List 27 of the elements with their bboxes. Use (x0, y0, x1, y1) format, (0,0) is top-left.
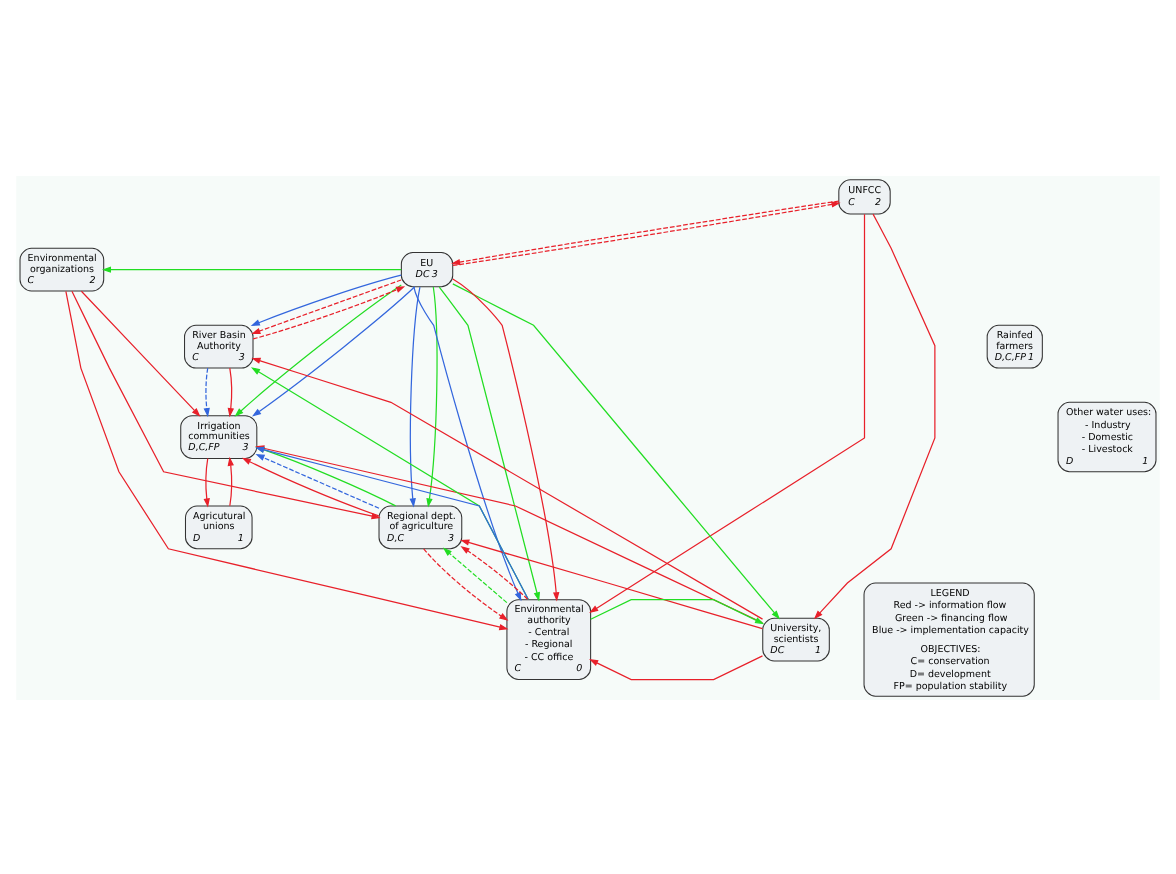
arrow (423, 547, 509, 620)
arrow (813, 212, 936, 619)
arrow (250, 273, 402, 325)
arrow (255, 453, 380, 508)
arrow (241, 456, 380, 516)
arrow (452, 282, 780, 619)
arrow (65, 289, 509, 630)
arrow (460, 538, 763, 629)
arrow (460, 545, 529, 599)
arrow (589, 654, 764, 680)
arrow (101, 265, 402, 272)
arrow (227, 366, 234, 417)
arrow (71, 289, 381, 519)
arrow (452, 277, 560, 601)
arrow (252, 285, 416, 416)
arrow (227, 455, 234, 506)
arrow (590, 598, 765, 624)
arrow (234, 283, 402, 416)
arrow (203, 456, 210, 507)
arrow (589, 212, 866, 612)
arrow (426, 285, 438, 507)
arrow (80, 289, 201, 416)
arrow (203, 366, 210, 417)
arrow (442, 546, 508, 603)
arrow (409, 285, 421, 507)
arrow (438, 285, 540, 601)
arrow (413, 285, 522, 601)
